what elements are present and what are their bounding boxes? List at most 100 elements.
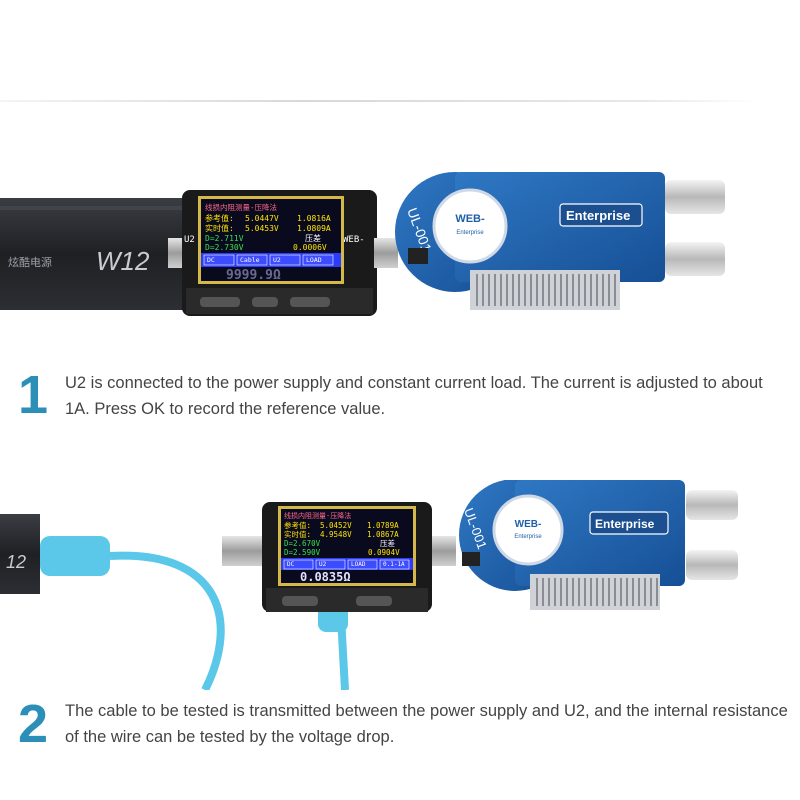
meter-tab-label: DC xyxy=(207,256,215,264)
meter-tab xyxy=(347,559,378,570)
photo-scene-1: 炫酷电源 W12 U2 WEB- 线损内阻测量-压降法 参考值: 5.0447V… xyxy=(0,172,725,316)
meter-tab xyxy=(283,559,314,570)
heatsink-fin xyxy=(554,578,556,606)
heatsink-fin xyxy=(578,274,580,306)
meter-tab xyxy=(236,254,268,266)
meter-row2-label: 实时值: xyxy=(205,223,234,233)
heatsink-fin xyxy=(656,578,658,606)
usb-meter: U2 WEB- 线损内阻测量-压降法 参考值: 5.0447V 1.0816A … xyxy=(168,190,398,316)
power-supply-2-brand: 12 xyxy=(6,552,26,572)
heatsink-fin xyxy=(554,274,556,306)
heatsink-fin xyxy=(584,578,586,606)
meter-row4-b: 0.0006V xyxy=(293,243,327,252)
meter-tab-label: Cable xyxy=(240,256,260,264)
meter-title: 线损内阻测量-压降法 xyxy=(205,202,278,212)
meter-tab xyxy=(203,254,235,266)
heatsink-fin xyxy=(560,578,562,606)
load-sub: Enterprise xyxy=(456,230,484,236)
heatsink-fin xyxy=(476,274,478,306)
meter-tab xyxy=(379,559,410,570)
heatsink-fin xyxy=(494,274,496,306)
heatsink-fin xyxy=(518,274,520,306)
meter2-row1-label: 参考值: xyxy=(284,520,311,530)
meter-row2-current: 1.0809A xyxy=(297,224,331,233)
meter-row3-a: D=2.711V xyxy=(205,234,244,243)
electronic-load: WEB- Enterprise UL-001 Enterprise xyxy=(395,172,725,310)
step-1-number: 1 xyxy=(18,365,49,425)
meter-tab-label: 0.1-1A xyxy=(383,561,405,568)
meter-tab-label: U2 xyxy=(273,256,281,264)
step-2-number: 2 xyxy=(18,694,49,754)
heatsink-fin xyxy=(608,578,610,606)
meter-row4-a: D=2.730V xyxy=(205,243,244,252)
meter-tab xyxy=(315,559,346,570)
meter2-row4-b: 0.0904V xyxy=(368,548,400,557)
meter2-row2-current: 1.0867A xyxy=(367,530,399,539)
heatsink-fin xyxy=(536,578,538,606)
meter-big-value: 9999.9Ω xyxy=(226,268,281,283)
heatsink-fin xyxy=(614,274,616,306)
heatsink-fin xyxy=(590,578,592,606)
heatsink-fin xyxy=(566,578,568,606)
meter-port-label-right: WEB- xyxy=(343,235,365,245)
meter-row2-voltage: 5.0453V xyxy=(245,224,279,233)
heatsink-fin xyxy=(602,274,604,306)
heatsink-fin xyxy=(548,578,550,606)
heatsink-fin xyxy=(596,274,598,306)
heatsink-fin xyxy=(602,578,604,606)
meter2-row2-voltage: 4.9548V xyxy=(320,530,352,539)
meter2-row1-voltage: 5.0452V xyxy=(320,521,352,530)
meter2-row2-label: 实时值: xyxy=(284,529,311,539)
meter-tab xyxy=(269,254,301,266)
meter2-title: 线损内阻测量-压降法 xyxy=(284,511,351,520)
heatsink-fin xyxy=(500,274,502,306)
heatsink-fin xyxy=(506,274,508,306)
heatsink-fin xyxy=(542,578,544,606)
heatsink-fin xyxy=(584,274,586,306)
heatsink-fin xyxy=(638,578,640,606)
heatsink-fin xyxy=(644,578,646,606)
heatsink-fin xyxy=(566,274,568,306)
heatsink-fin xyxy=(572,274,574,306)
heatsink-fin xyxy=(608,274,610,306)
heatsink-fin xyxy=(620,578,622,606)
meter-row3-b: 压差 xyxy=(305,233,321,243)
power-supply-2: 12 xyxy=(0,514,40,594)
photo-scene-2: 12 线损内阻测量-压降法 参考值: 5.0452V 1.0789A 实时值: … xyxy=(0,480,738,690)
meter-tab-label: LOAD xyxy=(351,561,366,568)
step-2-text: The cable to be tested is transmitted be… xyxy=(65,702,788,746)
heatsink-fin xyxy=(488,274,490,306)
heatsink-fin xyxy=(650,578,652,606)
meter2-row3-b: 压差 xyxy=(380,538,395,548)
heatsink-fin xyxy=(512,274,514,306)
load2-name: WEB- xyxy=(515,519,542,530)
heatsink-fin xyxy=(536,274,538,306)
heatsink-fin xyxy=(572,578,574,606)
usb-meter-2: 线损内阻测量-压降法 参考值: 5.0452V 1.0789A 实时值: 4.9… xyxy=(222,502,456,612)
meter-tab xyxy=(302,254,334,266)
top-divider xyxy=(0,100,760,102)
heatsink-fin xyxy=(596,578,598,606)
heatsink-fin xyxy=(614,578,616,606)
meter-tab-label: U2 xyxy=(319,561,327,568)
meter-row1-current: 1.0816A xyxy=(297,214,331,223)
heatsink-fin xyxy=(542,274,544,306)
meter-tab-label: LOAD xyxy=(306,256,322,264)
meter-row1-voltage: 5.0447V xyxy=(245,214,279,223)
heatsink-fin xyxy=(560,274,562,306)
meter-port-label-left: U2 xyxy=(184,235,195,245)
heatsink-fin xyxy=(590,274,592,306)
heatsink-fin xyxy=(548,274,550,306)
meter2-row1-current: 1.0789A xyxy=(367,521,399,530)
power-supply: 炫酷电源 W12 xyxy=(0,198,190,310)
heatsink-fin xyxy=(530,274,532,306)
heatsink-fin xyxy=(578,578,580,606)
meter-row1-label: 参考值: xyxy=(205,213,234,223)
power-supply-brand-cn: 炫酷电源 xyxy=(8,255,52,269)
load2-label: Enterprise xyxy=(595,517,655,531)
step-1-text: U2 is connected to the power supply and … xyxy=(65,374,763,418)
power-supply-brand: W12 xyxy=(96,246,150,276)
meter2-row3-a: D=2.670V xyxy=(284,539,321,548)
heatsink-fin xyxy=(524,274,526,306)
heatsink-fin xyxy=(626,578,628,606)
